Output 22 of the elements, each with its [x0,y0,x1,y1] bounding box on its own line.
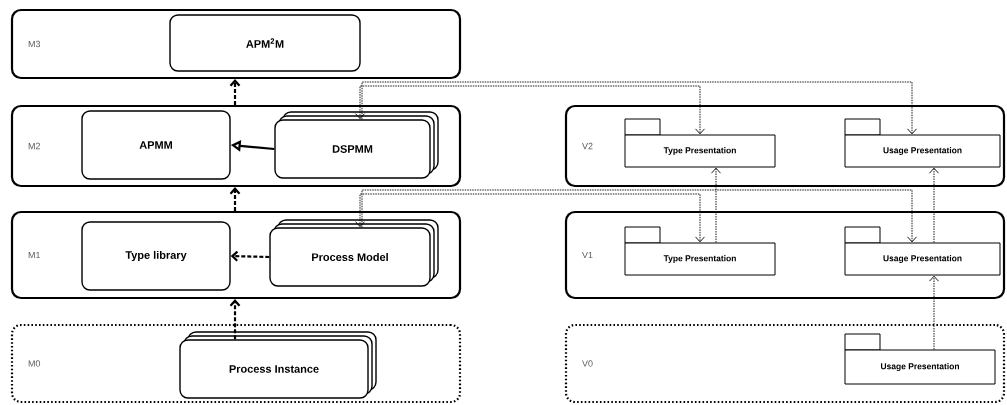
arrow [711,167,721,243]
arrow [229,79,241,105]
package-box: Usage Presentation [844,226,1001,276]
arrow [361,189,917,243]
arrow [355,193,705,243]
package-box: Usage Presentation [844,333,996,385]
arrow [361,81,917,135]
package-box: Type Presentation [624,118,776,168]
package-box: Type Presentation [624,226,776,276]
arrow [929,275,939,350]
class-box: Type library [81,221,231,291]
stacked-box: Process Model [269,219,439,287]
stacked-box: Process Instance [179,331,377,399]
class-box: APM$^{2}$M [169,14,361,72]
arrow [230,250,270,262]
package-box: Usage Presentation [844,118,1001,168]
arrow [355,85,705,135]
class-box: APMM [81,110,231,180]
stacked-box: DSPMM [274,111,439,179]
arrow [229,187,241,211]
arrow [929,167,939,243]
arrow [229,299,241,340]
